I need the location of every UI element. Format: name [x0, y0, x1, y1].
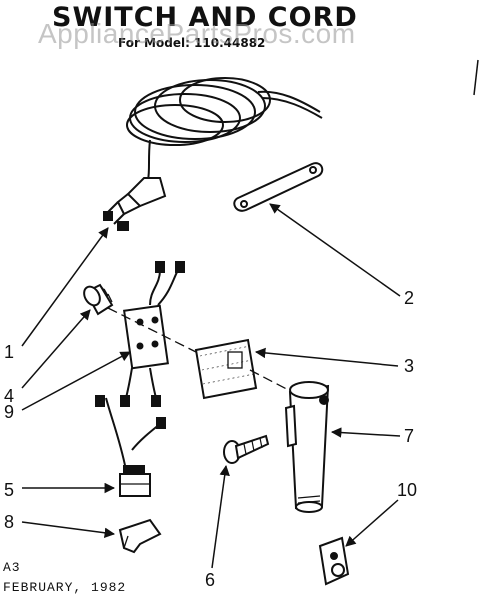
leader-6	[211, 464, 230, 569]
switch-part	[120, 261, 185, 407]
footer-date: FEBRUARY, 1982	[3, 580, 127, 595]
model-label: For Model: 110.44882	[118, 36, 266, 50]
screw-part	[223, 434, 270, 464]
callout-3: 3	[404, 356, 415, 376]
leader-9	[21, 351, 131, 411]
leader-2	[269, 203, 401, 297]
callout-4: 4	[4, 386, 15, 406]
diagram-title: SWITCH AND CORD	[52, 2, 358, 33]
leader-8	[21, 521, 116, 538]
callout-9: 9	[4, 402, 15, 422]
leader-1	[21, 227, 109, 347]
footer-code: A3	[3, 560, 21, 575]
callout-1: 1	[4, 342, 15, 362]
leader-3	[254, 347, 399, 367]
knob-part	[83, 283, 114, 316]
cord-strap-part	[233, 162, 324, 212]
handle-part	[284, 381, 330, 513]
leader-10	[345, 499, 399, 547]
callout-8: 8	[4, 512, 15, 532]
leader-lines	[21, 203, 401, 569]
callout-2: 2	[404, 288, 415, 308]
callout-5: 5	[4, 480, 15, 500]
callout-6: 6	[205, 570, 216, 590]
watermark: AppliancePartsPros.com	[38, 18, 356, 49]
insulator-plate-part	[194, 338, 258, 400]
callout-10: 10	[397, 480, 418, 500]
leader-7	[330, 427, 401, 438]
power-cord-part	[103, 77, 323, 231]
clip-part	[118, 518, 162, 554]
callout-7: 7	[404, 426, 415, 446]
leader-4	[21, 309, 91, 389]
bracket-part	[318, 536, 350, 586]
connector-part	[95, 395, 166, 497]
